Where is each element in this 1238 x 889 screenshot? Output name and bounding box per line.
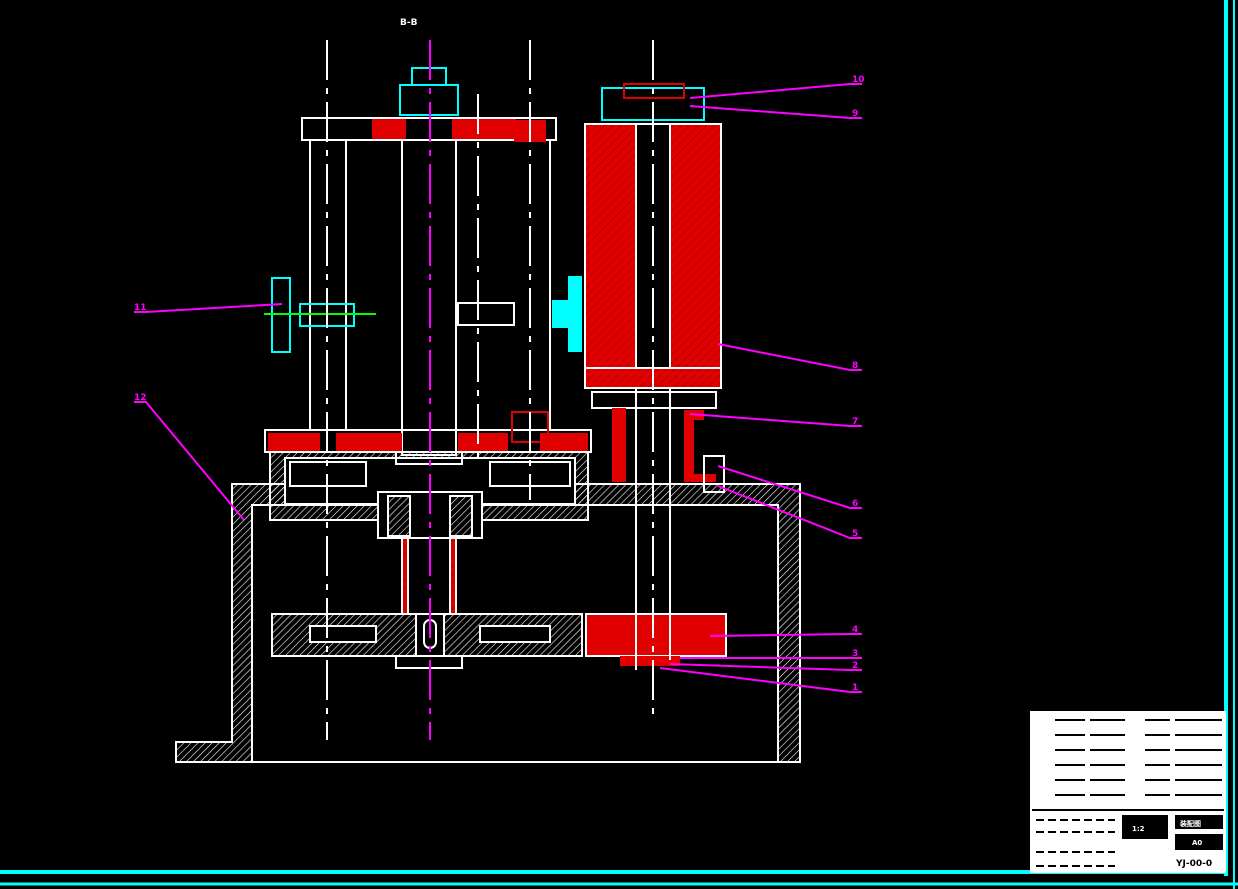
balloon-6: 6 xyxy=(852,499,858,509)
balloon-11: 11 xyxy=(134,303,147,313)
balloon-2: 2 xyxy=(852,661,858,671)
balloon-7: 7 xyxy=(852,417,858,427)
balloon-1: 1 xyxy=(852,683,858,693)
balloon-3: 3 xyxy=(852,649,858,659)
balloon-8: 8 xyxy=(852,361,858,371)
sheet-size: A0 xyxy=(1192,839,1202,847)
section-title: B-B xyxy=(400,18,418,28)
balloon-4: 4 xyxy=(852,625,858,635)
scale-value: 1:2 xyxy=(1132,825,1145,833)
company-name: 装配图 xyxy=(1179,819,1201,828)
balloon-5: 5 xyxy=(852,529,858,539)
centerlines xyxy=(326,40,654,740)
balloon-labels: 10 9 8 7 6 5 4 3 2 1 11 12 xyxy=(134,75,865,693)
title-block: 1:2 装配图 A0 YJ-00-0 xyxy=(1030,711,1226,873)
balloon-10: 10 xyxy=(852,75,865,85)
drawing-number: YJ-00-0 xyxy=(1175,859,1212,869)
balloon-12: 12 xyxy=(134,393,147,403)
handle xyxy=(264,276,582,353)
leader-lines xyxy=(134,83,862,693)
balloon-9: 9 xyxy=(852,109,858,119)
